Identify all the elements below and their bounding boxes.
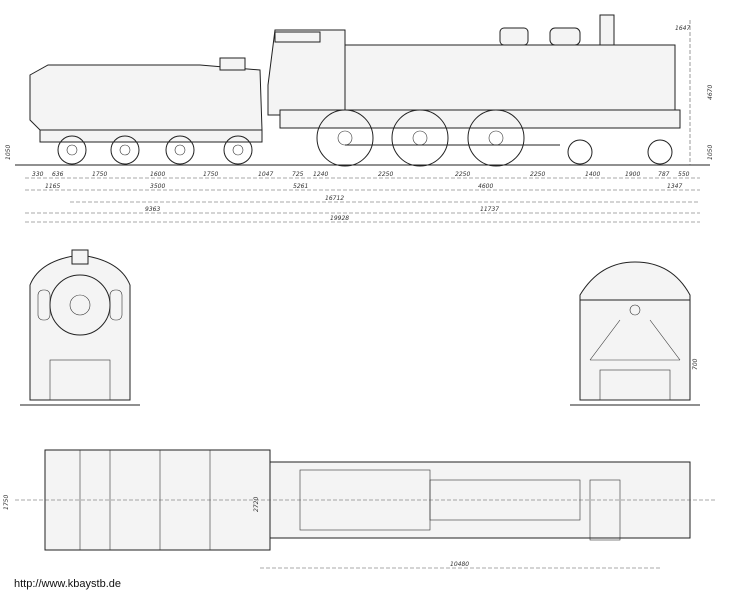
chimney	[599, 14, 615, 46]
dim-label: 1750	[3, 495, 10, 510]
dim-label: 1750	[92, 171, 107, 178]
boiler	[344, 44, 676, 111]
dim-label: 19928	[330, 215, 349, 222]
dim-label: 1600	[150, 171, 165, 178]
rear-view: 700	[570, 261, 700, 406]
tender-box	[219, 57, 246, 71]
dim-label: 9363	[145, 206, 160, 213]
dim-label: 1240	[313, 171, 328, 178]
dim-label: 787	[658, 171, 670, 178]
source-url: http://www.kbaystb.de	[14, 578, 121, 590]
dim-label: 11737	[480, 206, 499, 213]
tender-wheels	[57, 135, 253, 165]
cab-roof	[274, 31, 321, 43]
dim-label: 3500	[150, 183, 165, 190]
sand-dome	[549, 27, 581, 46]
dome-1	[499, 27, 529, 46]
dim-label: 1047	[258, 171, 273, 178]
dimension-labels: 330 636 1750 1600 1750 1047 725 1240 225…	[5, 25, 714, 222]
running-board	[279, 109, 681, 129]
dim-label: 10480	[450, 561, 469, 568]
dim-label: 4600	[478, 183, 493, 190]
dim-label: 1400	[585, 171, 600, 178]
tender-body	[29, 64, 263, 131]
dim-label: 1900	[625, 171, 640, 178]
dim-label: 2720	[253, 497, 260, 512]
dim-label: 16712	[325, 195, 344, 202]
driving-wheels	[316, 109, 560, 167]
dim-label: 1050	[5, 145, 12, 160]
dim-label: 550	[678, 171, 690, 178]
dim-label: 725	[292, 171, 304, 178]
dim-label: 4670	[707, 85, 714, 100]
dim-label: 2250	[378, 171, 393, 178]
dim-label: 636	[52, 171, 64, 178]
plan-view: 1750 2720 10480	[3, 449, 715, 569]
bogie-wheels	[567, 139, 673, 165]
tender-frame	[39, 129, 263, 143]
dim-label: 5261	[293, 183, 308, 190]
dim-label: 1050	[707, 145, 714, 160]
dim-label: 1165	[45, 183, 60, 190]
dim-label: 700	[692, 358, 699, 370]
cab	[267, 29, 346, 116]
dim-label: 2250	[455, 171, 470, 178]
dim-label: 1347	[667, 183, 682, 190]
dim-label: 1750	[203, 171, 218, 178]
side-elevation	[15, 14, 710, 223]
dim-label: 1647	[675, 25, 690, 32]
dim-label: 2250	[530, 171, 545, 178]
dim-label: 330	[32, 171, 44, 178]
front-view	[20, 249, 140, 406]
